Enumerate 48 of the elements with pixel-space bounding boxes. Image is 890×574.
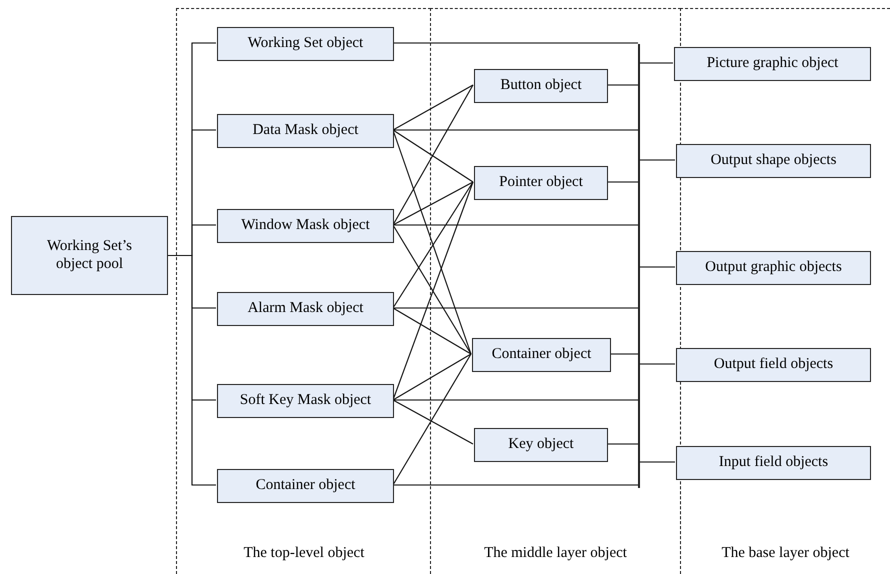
column-label: The middle layer object — [484, 545, 627, 562]
connector-line — [392, 182, 474, 308]
dashed-column-region — [176, 8, 431, 574]
object-box: Picture graphic object — [674, 47, 871, 81]
connector-line — [392, 354, 472, 400]
connector-line — [638, 363, 675, 365]
object-box: Output field objects — [676, 348, 871, 382]
column-label: The top-level object — [244, 545, 364, 562]
connector-line — [392, 84, 474, 226]
object-box: Button object — [474, 69, 608, 103]
connector-line — [392, 182, 474, 226]
object-box: Key object — [474, 428, 608, 462]
connector-line — [607, 84, 638, 86]
column-label: The base layer object — [722, 545, 850, 562]
object-box: Working Set’s object pool — [11, 216, 168, 295]
connector-line — [607, 181, 638, 183]
object-box: Data Mask object — [217, 114, 394, 148]
object-box: Pointer object — [474, 166, 608, 200]
connector-line — [393, 484, 638, 486]
connector-line — [168, 254, 216, 486]
connector-line — [393, 399, 638, 401]
connector-line — [392, 354, 472, 486]
connector-line — [392, 224, 472, 354]
object-box: Output graphic objects — [676, 251, 871, 285]
object-box: Output shape objects — [676, 144, 871, 178]
connector-line — [392, 130, 474, 182]
connector-line — [638, 461, 675, 463]
connector-line — [610, 353, 638, 355]
object-box: Container object — [472, 338, 611, 372]
connector-line — [393, 224, 638, 226]
connector-line — [392, 84, 474, 130]
connector-line — [392, 308, 472, 354]
object-box: Container object — [217, 469, 394, 503]
bus-line — [638, 44, 640, 488]
object-box: Working Set object — [217, 27, 394, 61]
connector-line — [638, 62, 673, 64]
connector-line — [392, 400, 474, 444]
dashed-column-region — [430, 8, 681, 574]
connector-line — [393, 307, 638, 309]
object-box: Window Mask object — [217, 209, 394, 243]
connector-line — [393, 129, 638, 131]
object-box: Input field objects — [676, 446, 871, 480]
connector-line — [393, 42, 638, 44]
connector-line — [607, 443, 638, 445]
connector-line — [638, 266, 675, 268]
object-box: Alarm Mask object — [217, 292, 394, 326]
object-box: Soft Key Mask object — [217, 384, 394, 418]
connector-line — [638, 159, 675, 161]
